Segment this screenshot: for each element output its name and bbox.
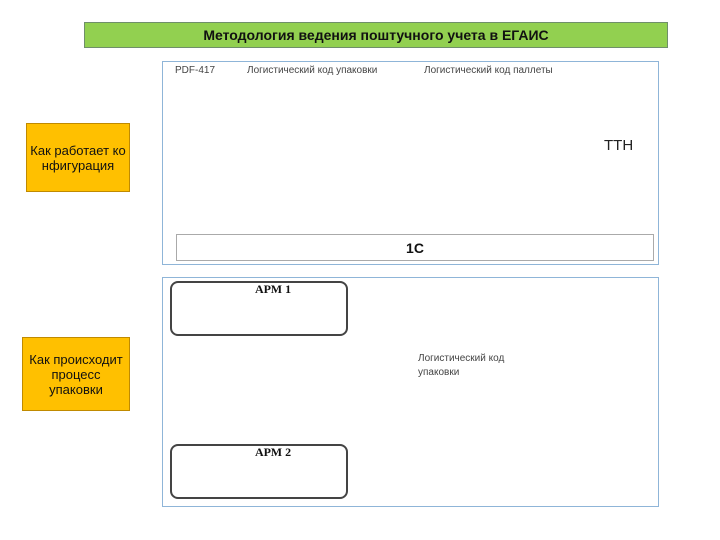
flow-arrow-3 (561, 133, 593, 157)
barcode-scanner-icon (252, 296, 268, 326)
onec-bar: 1С (176, 234, 654, 261)
plus-sign: + (278, 461, 291, 486)
flow-arrow-2 (387, 133, 419, 157)
label-printer-icon (304, 296, 338, 326)
configuration-panel (162, 61, 659, 265)
barcode-scanner-icon (252, 459, 268, 489)
plus-sign: + (226, 298, 239, 323)
plus-sign: + (278, 298, 291, 323)
pallet-code-caption: Логистический код паллеты (424, 65, 553, 76)
flow-arrow-5 (521, 383, 551, 407)
computer-icon (175, 291, 215, 323)
computer-icon (175, 454, 215, 486)
pdf417-caption: PDF-417 (175, 65, 216, 76)
flow-arrow-4 (383, 383, 415, 407)
up-arrow-4 (613, 197, 639, 229)
flow-arrow-1 (231, 133, 263, 157)
barcode-icon (302, 144, 348, 156)
big-arrow-config (129, 131, 167, 183)
arm1-title: АРМ 1 (255, 282, 292, 296)
barcode-icon (422, 384, 518, 406)
updown-arrow-3 (478, 197, 504, 229)
plus-sign: + (226, 461, 239, 486)
page-title: Методология ведения поштучного учета в Е… (84, 22, 668, 48)
pallet-icon (425, 81, 559, 190)
config-label: Как работает конфигурация (26, 123, 130, 192)
boxes-stack-icon (539, 355, 655, 441)
package-code-caption: Логистический код упаковки (247, 65, 378, 76)
updown-arrow-2 (316, 197, 342, 229)
arm2-title: АРМ 2 (255, 445, 292, 459)
big-arrow-packing (129, 360, 167, 410)
magnifier-icon (328, 356, 387, 413)
conveyor-arrow (175, 379, 315, 407)
bottle-icon (185, 361, 301, 387)
down-arrow-1 (184, 197, 210, 229)
label-printer-icon (304, 459, 338, 489)
package-code-caption-bottom: Логистический код упаковки (418, 353, 505, 378)
packing-label: Как происходит процесс упаковки (22, 337, 130, 411)
magnifier-icon (176, 110, 230, 163)
ttn-label: ТТН (604, 137, 634, 154)
